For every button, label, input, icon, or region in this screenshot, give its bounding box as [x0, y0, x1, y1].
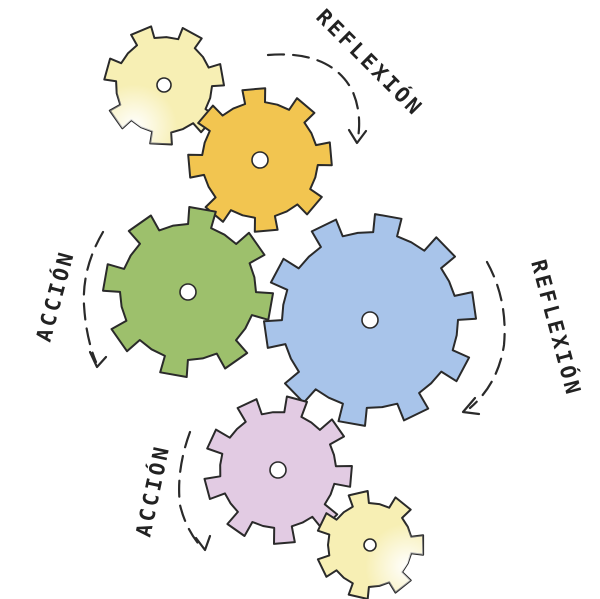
gear-light-yellow-top	[103, 25, 225, 146]
gear-blue	[263, 213, 477, 427]
gear-light-yellow-bottom	[316, 490, 425, 599]
label-reflexion-top: REFLEXIÓN	[311, 4, 428, 121]
gear-orange	[187, 87, 333, 233]
arrow-accion-bottom	[178, 430, 212, 552]
label-reflexion-right: REFLEXIÓN	[526, 257, 587, 399]
gear-hole	[363, 538, 377, 552]
label-accion-left: ACCIÓN	[31, 247, 79, 344]
label-accion-bottom: ACCIÓN	[130, 442, 174, 539]
gear-hole	[179, 283, 197, 301]
arrow-reflexion-right	[461, 260, 506, 416]
gear-hole	[251, 151, 269, 169]
gear-hole	[361, 311, 379, 329]
arrow-reflexion-top	[266, 53, 368, 145]
gear-green	[102, 206, 274, 378]
gear-hole	[156, 77, 172, 93]
arrow-accion-left	[82, 230, 108, 369]
gear-hole	[269, 461, 287, 479]
